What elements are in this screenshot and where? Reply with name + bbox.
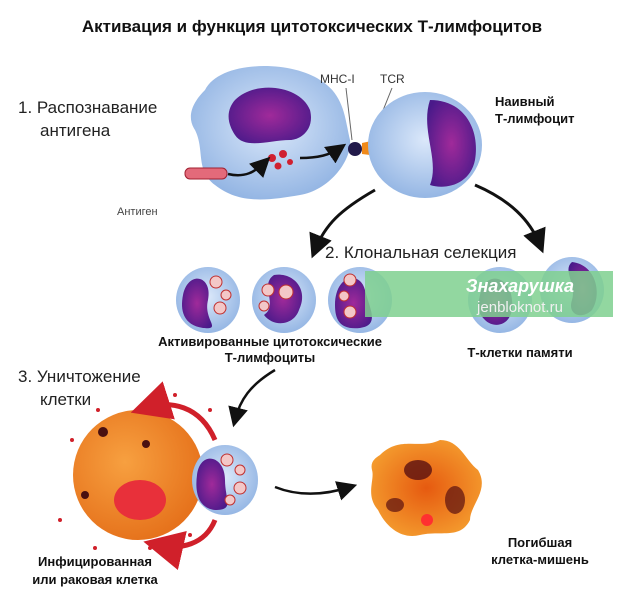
watermark-name: Знахарушка [466,276,574,296]
title: Активация и функция цитотоксических Т-ли… [82,17,542,36]
release-arrow-bottom [143,518,218,571]
activated-t-cells [176,267,392,333]
antigen-label: Антиген [117,206,158,218]
naive-label: Наивный [495,94,555,109]
antigen-icon [184,167,228,180]
antigen-presenting-cell [190,66,351,200]
release-arrow-top [130,381,218,442]
naive-t-cell [368,92,482,198]
mhc-label: MHC-I [320,72,355,86]
mhc-icon [348,142,362,156]
arrow-to-mhc [299,143,347,164]
arrow-antigen-in [227,156,271,178]
dead-label: Погибшая [508,535,572,550]
arrow-to-kill [228,368,276,428]
infected-cell [73,410,203,540]
arrow-to-activated [309,188,376,259]
infected-label: Инфицированная [38,554,152,569]
cytotoxic-t-cell [192,445,258,515]
watermark-site: jenbloknot.ru [476,299,563,316]
step3-label: 3. Уничтожение [18,367,141,386]
naive-label-2: Т-лимфоцит [495,111,574,126]
dead-target-cell [371,440,482,536]
arrow-to-dead [274,481,358,501]
dead-label-2: клетка-мишень [491,552,589,567]
arrow-to-memory [474,183,546,254]
step1-label: 1. Распознавание [18,98,157,117]
watermark: Знахарушка jenbloknot.ru [365,271,613,317]
step2-label: 2. Клональная селекция [325,243,516,262]
step1-label-2: антигена [40,121,111,140]
tcr-label: TCR [380,72,405,86]
infected-label-2: или раковая клетка [32,572,158,587]
mhc-pointer [345,87,353,141]
step3-label-2: клетки [40,390,91,409]
memory-label: Т-клетки памяти [467,345,572,360]
activated-label: Активированные цитотоксические [158,334,382,349]
activated-label-2: Т-лимфоциты [225,350,316,365]
